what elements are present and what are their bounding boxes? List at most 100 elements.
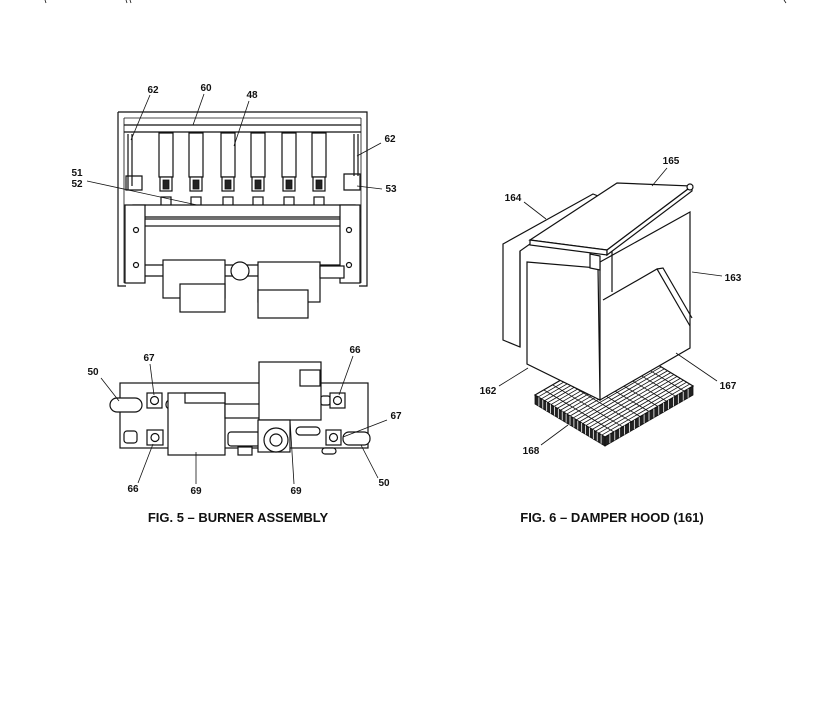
mounting-hole	[132, 226, 140, 234]
leader-line	[651, 167, 668, 187]
edge-mark	[44, 0, 47, 4]
burner-orifice-opening	[254, 179, 262, 190]
mounting-slot	[295, 426, 321, 436]
left-valve-cap	[184, 392, 226, 404]
left-gas-valve-body	[179, 283, 226, 313]
callout-167: 167	[720, 381, 737, 392]
callout-60: 60	[200, 83, 212, 94]
pipe-fitting	[237, 446, 253, 456]
edge-mark	[783, 0, 787, 4]
mounting-slot	[321, 447, 337, 455]
leader-line	[289, 419, 295, 485]
left-burner-tube-end	[109, 397, 143, 413]
right-valve-cap	[299, 369, 321, 387]
valve-inlet	[263, 427, 289, 453]
callout-164: 164	[505, 193, 522, 204]
leader-line	[356, 142, 382, 157]
burner-tube	[250, 132, 266, 178]
gas-manifold	[127, 204, 361, 218]
callout-67-right: 67	[390, 411, 402, 422]
mounting-slot	[123, 430, 138, 444]
leader-line	[86, 180, 198, 206]
burner-assembly-bottom-view: 50 67 66 67 50 66 69 69	[87, 345, 402, 497]
callout-163: 163	[725, 273, 742, 284]
burner-tube	[281, 132, 297, 178]
leader-line	[100, 377, 120, 402]
leader-line	[675, 352, 718, 382]
mounting-hole	[132, 261, 140, 269]
callout-50-left: 50	[87, 367, 99, 378]
mounting-hole	[345, 261, 353, 269]
callout-52: 52	[71, 179, 83, 190]
leader-line	[342, 419, 388, 438]
left-side-bracket	[124, 204, 146, 284]
burner-tube	[188, 132, 204, 178]
callout-51: 51	[71, 168, 83, 179]
valve-outlet-fitting	[319, 265, 345, 279]
damper-hood: 165 164 163 162 167 168	[480, 156, 742, 457]
burner-tube	[311, 132, 327, 178]
callout-53: 53	[385, 184, 397, 195]
outer-frame	[117, 111, 368, 287]
burner-orifice-opening	[315, 179, 323, 190]
connecting-pipe	[224, 403, 261, 419]
left-igniter	[150, 432, 160, 443]
manifold-plate	[127, 218, 361, 227]
edge-mark	[129, 0, 132, 4]
right-sensor-mount	[329, 392, 346, 409]
callout-67-left: 67	[143, 353, 155, 364]
burner-assembly-front-view: 62 60 48 62 51 52 53	[71, 83, 397, 319]
grate-crossbar	[552, 384, 623, 428]
leader-line	[523, 201, 547, 220]
leader-line	[338, 355, 354, 396]
front-damper-panel	[526, 261, 601, 401]
burner-tubes	[158, 132, 327, 208]
leader-line	[498, 367, 529, 387]
leader-line	[149, 363, 155, 396]
left-igniter-mount	[146, 429, 164, 446]
leader-line	[691, 271, 723, 277]
right-burner-tube-end	[342, 431, 371, 446]
burner-orifice-opening	[285, 179, 293, 190]
right-side-bracket	[339, 204, 361, 284]
left-sensor	[149, 395, 160, 406]
callout-165: 165	[663, 156, 680, 167]
right-gas-valve-body	[257, 289, 309, 319]
top-edge-marks	[44, 0, 787, 4]
left-igniter-bracket	[125, 134, 143, 191]
right-igniter-mount	[325, 429, 342, 446]
callout-162: 162	[480, 386, 497, 397]
connecting-pipe	[227, 431, 261, 447]
callout-50-right: 50	[378, 478, 390, 489]
figure-6-caption: FIG. 6 – DAMPER HOOD (161)	[520, 510, 703, 525]
right-sensor-bracket	[343, 134, 361, 191]
leader-line	[233, 100, 250, 147]
callout-66-right: 66	[349, 345, 361, 356]
pipe-union	[230, 261, 250, 281]
callout-168: 168	[523, 446, 540, 457]
mounting-hole	[345, 226, 353, 234]
right-igniter	[328, 432, 339, 443]
leader-line	[540, 424, 569, 446]
callout-48: 48	[246, 90, 258, 101]
right-sensor	[332, 395, 343, 406]
mounting-slot	[320, 395, 331, 406]
leader-line	[137, 443, 154, 484]
leader-line	[356, 185, 383, 190]
burner-tube	[158, 132, 174, 178]
left-sensor-mount	[146, 392, 163, 409]
callout-62-right: 62	[384, 134, 396, 145]
burner-orifice-opening	[192, 179, 200, 190]
burner-orifice-opening	[224, 179, 232, 190]
figure-5-caption: FIG. 5 – BURNER ASSEMBLY	[148, 510, 329, 525]
inner-frame	[123, 117, 362, 283]
leader-line	[130, 94, 151, 141]
burner-tube	[220, 132, 236, 178]
leader-line	[192, 93, 205, 126]
leader-line	[360, 444, 379, 479]
callout-62-left: 62	[147, 85, 159, 96]
inner-baffle	[602, 267, 693, 327]
edge-mark	[125, 0, 128, 4]
